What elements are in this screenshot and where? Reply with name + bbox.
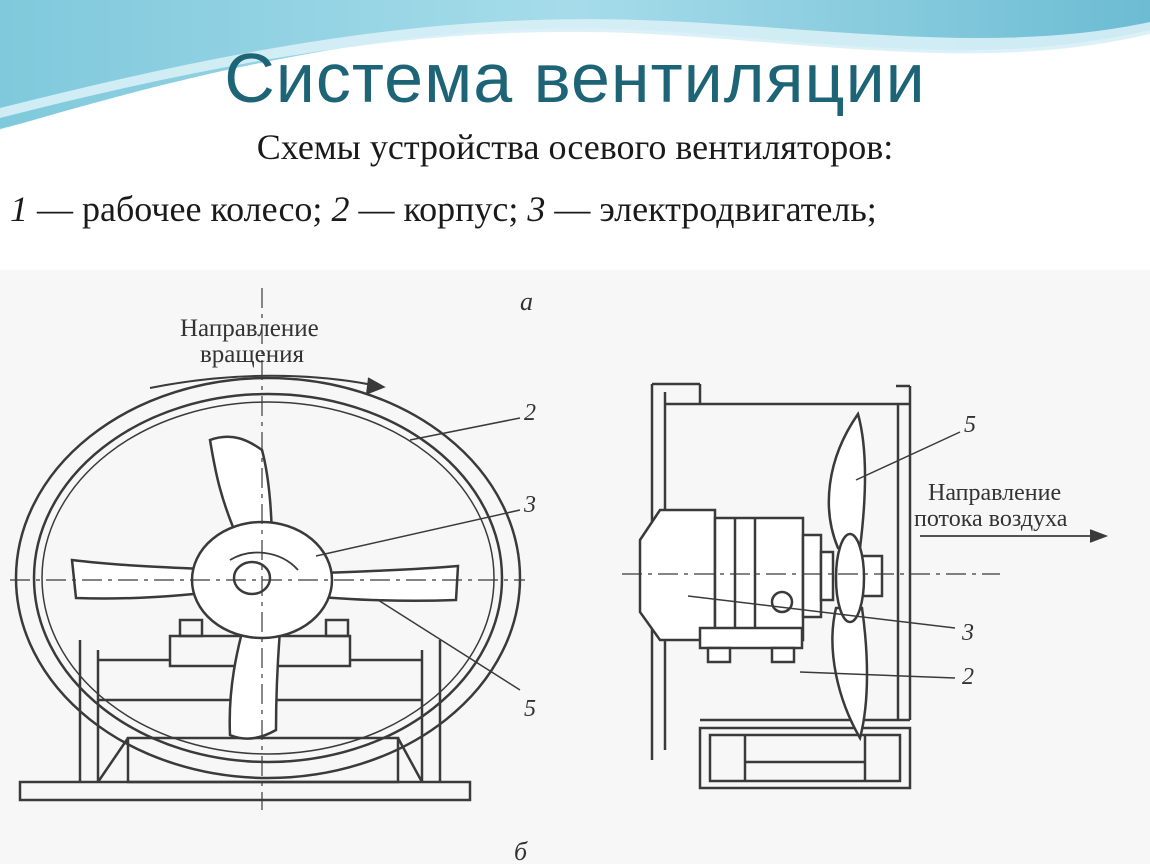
blade-hub <box>834 532 866 624</box>
hub-center <box>232 560 272 596</box>
header-wave-decoration <box>0 0 1150 131</box>
left-callout-5: 5 <box>524 696 536 722</box>
wave-band-light <box>0 19 1150 118</box>
rotation-arrow <box>149 374 379 389</box>
legend-text-3: — электродвигатель; <box>545 189 877 229</box>
fan-base <box>698 726 912 790</box>
rotation-label-line2: вращения <box>200 341 305 368</box>
wave-line <box>0 42 1150 131</box>
left-front-view <box>10 288 525 810</box>
figure-label-b: б <box>514 837 528 864</box>
right-callout-2: 2 <box>962 664 974 690</box>
fan-stand <box>18 618 472 802</box>
slide-subtitle: Схемы устройства осевого вентиляторов: <box>256 127 894 167</box>
wave-band-dark <box>0 0 1150 130</box>
flow-label-line2: потока воздуха <box>914 506 1068 532</box>
left-callout-2: 2 <box>524 400 536 426</box>
legend-text-1: — рабочее колесо; <box>28 189 332 229</box>
legend-text-2: — корпус; <box>349 189 528 229</box>
legend-number-2: 2 <box>331 189 350 229</box>
legend-number-3: 3 <box>527 189 546 229</box>
slide-title: Система вентиляции <box>224 39 926 117</box>
flow-label-line1: Направление <box>928 480 1061 506</box>
housing-inner-ring-2 <box>41 401 495 755</box>
legend-number-1: 1 <box>10 189 28 229</box>
housing-outer-ring <box>14 376 522 780</box>
right-side-view <box>622 382 1109 790</box>
blade-upper <box>827 411 867 550</box>
right-callout-3: 3 <box>961 620 974 646</box>
left-callout-3: 3 <box>523 492 536 518</box>
housing-side <box>650 382 912 760</box>
fan-diagram: Направление вращения 2 3 5 <box>0 270 1150 864</box>
rotation-label-line1: Направление <box>180 315 319 342</box>
figure-label-a: а <box>520 287 533 316</box>
blade-lower <box>831 606 869 742</box>
right-callout-5: 5 <box>964 412 976 438</box>
housing-inner-ring <box>32 392 504 764</box>
electric-motor <box>638 508 884 664</box>
legend: 1 — рабочее колесо; 2 — корпус; 3 — элек… <box>10 188 877 230</box>
